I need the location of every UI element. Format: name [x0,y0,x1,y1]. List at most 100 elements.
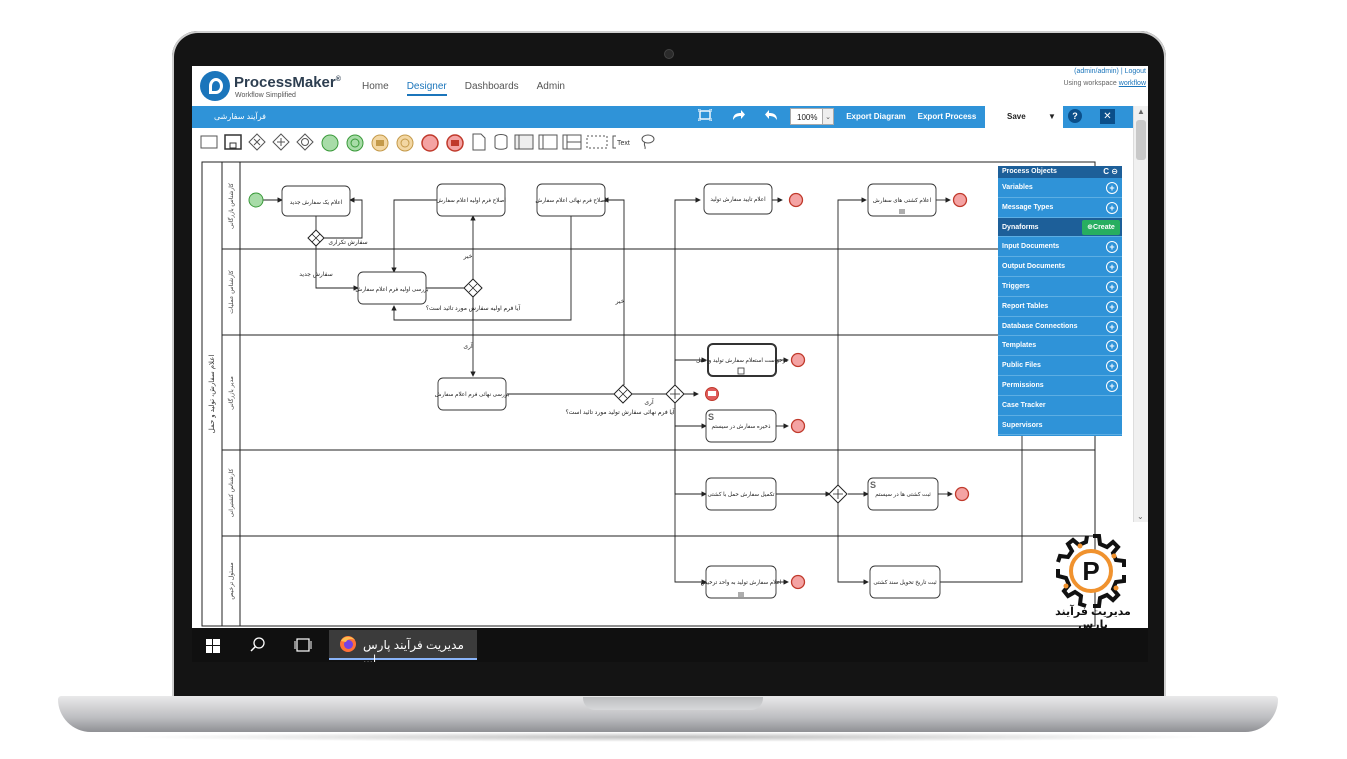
fullscreen-icon[interactable] [695,108,715,125]
po-item-message-types[interactable]: Message Types+ [998,198,1122,218]
start-event[interactable] [248,192,264,208]
end-event[interactable] [952,192,968,208]
start-event-icon[interactable] [320,133,340,153]
nav-designer[interactable]: Designer [406,81,447,96]
add-icon[interactable]: + [1106,300,1118,313]
add-icon[interactable]: + [1106,201,1118,214]
po-item-templates[interactable]: Templates+ [998,336,1122,357]
close-button[interactable]: ✕ [1100,109,1115,124]
group-icon[interactable] [586,133,608,151]
add-icon[interactable]: + [1106,182,1118,194]
task-label: اصلاح فرم نهائی اعلام سفارش [535,198,607,204]
horizontal-lanes-icon[interactable] [562,133,582,151]
redo-icon[interactable] [728,109,748,125]
search-icon[interactable] [250,637,266,653]
task-box[interactable] [536,183,606,217]
po-item-triggers[interactable]: Triggers+ [998,277,1122,297]
parallel-gateway-icon[interactable] [272,133,290,151]
po-item-case-tracker[interactable]: Case Tracker [998,396,1122,416]
lanes [222,162,1095,626]
po-item-permissions[interactable]: Permissions+ [998,376,1122,396]
task-box[interactable] [707,343,777,377]
task-box[interactable] [703,183,773,215]
task-label: اعلام یک سفارش جدید [290,199,343,206]
subprocess-shape-icon[interactable] [224,133,242,151]
lane-icon[interactable] [538,133,558,151]
undo-icon[interactable] [762,109,782,125]
task-box[interactable] [705,477,777,511]
add-icon[interactable]: + [1106,340,1118,353]
processmaker-logo-icon[interactable] [200,71,230,101]
task-box[interactable] [867,477,939,511]
po-item-public-files[interactable]: Public Files+ [998,356,1122,376]
gateways[interactable] [307,229,848,504]
create-button[interactable]: ⊕Create [1082,219,1120,235]
save-dropdown-icon[interactable]: ▼ [1048,112,1056,121]
exclusive-gateway-icon[interactable] [248,133,266,151]
vertical-scrollbar[interactable]: ▲ ⌄ [1133,106,1148,522]
nav-home[interactable]: Home [362,81,389,92]
inclusive-gateway-icon[interactable] [296,133,314,151]
add-icon[interactable]: + [1106,379,1118,392]
add-icon[interactable]: + [1106,280,1118,293]
end-event[interactable] [954,486,970,502]
add-icon[interactable]: + [1106,320,1118,333]
task-box[interactable] [436,183,506,217]
scroll-down-icon[interactable]: ⌄ [1137,512,1144,521]
intermediate-message-event-icon[interactable] [370,133,390,153]
task-box[interactable] [705,565,777,599]
end-message-event-icon[interactable] [445,133,465,153]
chevron-down-icon[interactable]: ⌄ [822,108,834,125]
flow-label: خیر [615,299,625,305]
workspace-link[interactable]: workflow [1118,80,1146,87]
po-item-input-documents[interactable]: Input Documents+ [998,237,1122,258]
po-item-report-tables[interactable]: Report Tables+ [998,297,1122,317]
nav-admin[interactable]: Admin [536,81,565,92]
po-item-supervisors[interactable]: Supervisors [998,416,1122,436]
end-event[interactable] [788,192,804,208]
po-item-variables[interactable]: Variables+ [998,178,1122,198]
task-box[interactable] [281,185,351,217]
scroll-up-icon[interactable]: ▲ [1137,107,1145,116]
task-box[interactable] [705,409,777,443]
export-process-button[interactable]: Export Process [917,112,977,121]
user-logout-link[interactable]: (admin/admin) | Logout [1074,68,1146,75]
pool-icon[interactable] [514,133,534,151]
windows-start-icon[interactable] [206,639,220,653]
add-icon[interactable]: + [1106,360,1118,373]
task-shape-icon[interactable] [200,133,218,151]
task-box[interactable] [357,271,427,305]
lasso-icon[interactable] [640,133,656,151]
nav-dashboards[interactable]: Dashboards [464,81,519,92]
data-object-icon[interactable] [472,133,486,151]
save-button[interactable]: Save [985,106,1063,128]
end-event[interactable] [790,418,806,434]
task-box[interactable] [867,183,937,217]
collapse-icon[interactable]: ⊖ [1111,167,1118,176]
add-icon[interactable]: + [1106,261,1118,274]
task-box[interactable] [437,377,507,411]
add-icon[interactable]: + [1106,241,1118,254]
task-box[interactable] [869,565,941,599]
po-item-dynaforms[interactable]: Dynaforms⊕Create [998,217,1122,238]
export-diagram-button[interactable]: Export Diagram [846,112,906,121]
task-view-icon[interactable] [294,638,312,652]
scrollbar-thumb[interactable] [1136,120,1146,160]
help-button[interactable]: ? [1068,109,1082,123]
bpmn-canvas[interactable]: اعلام سفارش، تولید و حمل کارشناس بازرگان… [192,158,1133,628]
data-store-icon[interactable] [494,133,508,151]
app-header: ProcessMaker® Workflow Simplified Home D… [192,66,1148,106]
taskbar-firefox-app[interactable]: مدیریت فرآیند پارس |... [329,630,477,662]
text-annotation-icon[interactable]: Text [612,133,636,151]
po-item-database-connections[interactable]: Database Connections+ [998,317,1122,337]
end-event[interactable] [790,352,806,368]
refresh-icon[interactable]: C [1103,167,1110,176]
end-event-icon[interactable] [420,133,440,153]
end-event[interactable] [790,574,806,590]
start-message-event-icon[interactable] [345,133,365,153]
po-item-output-documents[interactable]: Output Documents+ [998,257,1122,277]
end-message-event[interactable] [705,387,719,401]
brand-name: ProcessMaker® [234,74,341,91]
intermediate-timer-event-icon[interactable] [395,133,415,153]
flow-label: آیا فرم اولیه سفارش مورد تائید است؟ [426,303,521,312]
